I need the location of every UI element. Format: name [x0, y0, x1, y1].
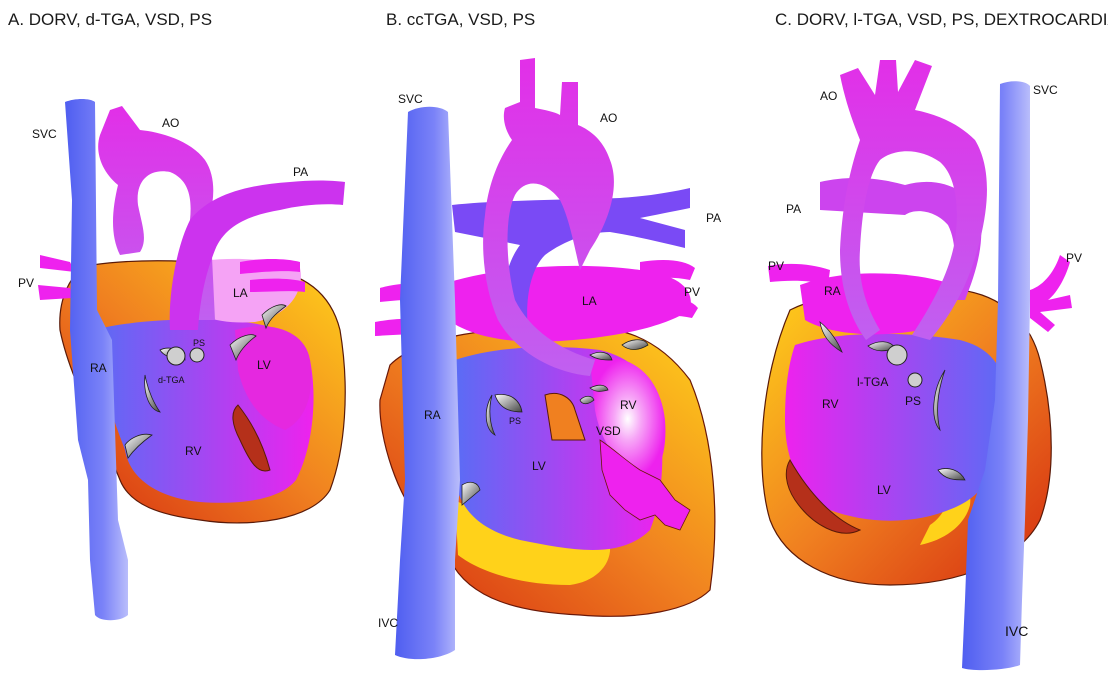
panel-a-label-lv: LV — [257, 358, 271, 372]
panel-a-label-svc: SVC — [32, 127, 57, 141]
panel-c-valve-tga — [887, 345, 907, 365]
panel-c-pv-right — [1030, 255, 1072, 332]
panel-a-label-ps: PS — [193, 338, 205, 348]
panel-b-svc-ivc — [395, 107, 460, 659]
panel-c-label-ra: RA — [824, 284, 841, 298]
panel-c-label-ao: AO — [820, 89, 837, 103]
panel-c-label-pv-right: PV — [1066, 251, 1082, 265]
panel-b-label-ps: PS — [509, 416, 521, 426]
panel-c-label-ivc: IVC — [1005, 623, 1028, 639]
panel-a-heart: SVC AO PA PV LA RA LV RV PS d-TGA — [18, 99, 345, 620]
panel-c-label-tga: l-TGA — [857, 375, 888, 389]
panel-a-label-pa: PA — [293, 165, 308, 179]
panel-b-label-ivc: IVC — [378, 616, 398, 630]
panel-b-label-ra: RA — [424, 408, 441, 422]
panel-b-label-pv: PV — [684, 285, 700, 299]
panel-a-label-la: LA — [233, 286, 248, 300]
panel-c-label-pv-left: PV — [768, 259, 784, 273]
panel-c-label-lv: LV — [877, 483, 891, 497]
panel-a-valve-ps — [190, 348, 204, 362]
panel-c-valve-ps — [908, 373, 922, 387]
panel-a-label-ao: AO — [162, 116, 179, 130]
panel-b-label-la: LA — [582, 294, 597, 308]
panel-c-label-pa: PA — [786, 202, 801, 216]
panel-a-label-ra: RA — [90, 361, 107, 375]
panel-b-label-pa: PA — [706, 211, 721, 225]
panel-b-label-lv: LV — [532, 459, 546, 473]
panel-b-label-vsd: VSD — [596, 424, 621, 438]
panel-b-label-svc: SVC — [398, 92, 423, 106]
panel-b-heart: SVC AO PA PV LA RA PS RV VSD LV IVC — [375, 58, 721, 659]
panel-c-label-ps: PS — [905, 394, 921, 408]
panel-a-pv-left — [38, 255, 75, 300]
panel-c-label-rv: RV — [822, 397, 838, 411]
panel-a-valve-tga — [167, 347, 185, 365]
panel-b-label-rv: RV — [620, 398, 636, 412]
panel-c-label-svc: SVC — [1033, 83, 1058, 97]
panel-c-heart: AO SVC PA PV PV RA RV l-TGA PS LV IVC — [762, 60, 1082, 670]
panel-b-label-ao: AO — [600, 111, 617, 125]
panel-a-label-tga: d-TGA — [158, 375, 185, 385]
panel-a-label-pv: PV — [18, 276, 34, 290]
panel-a-label-rv: RV — [185, 444, 201, 458]
